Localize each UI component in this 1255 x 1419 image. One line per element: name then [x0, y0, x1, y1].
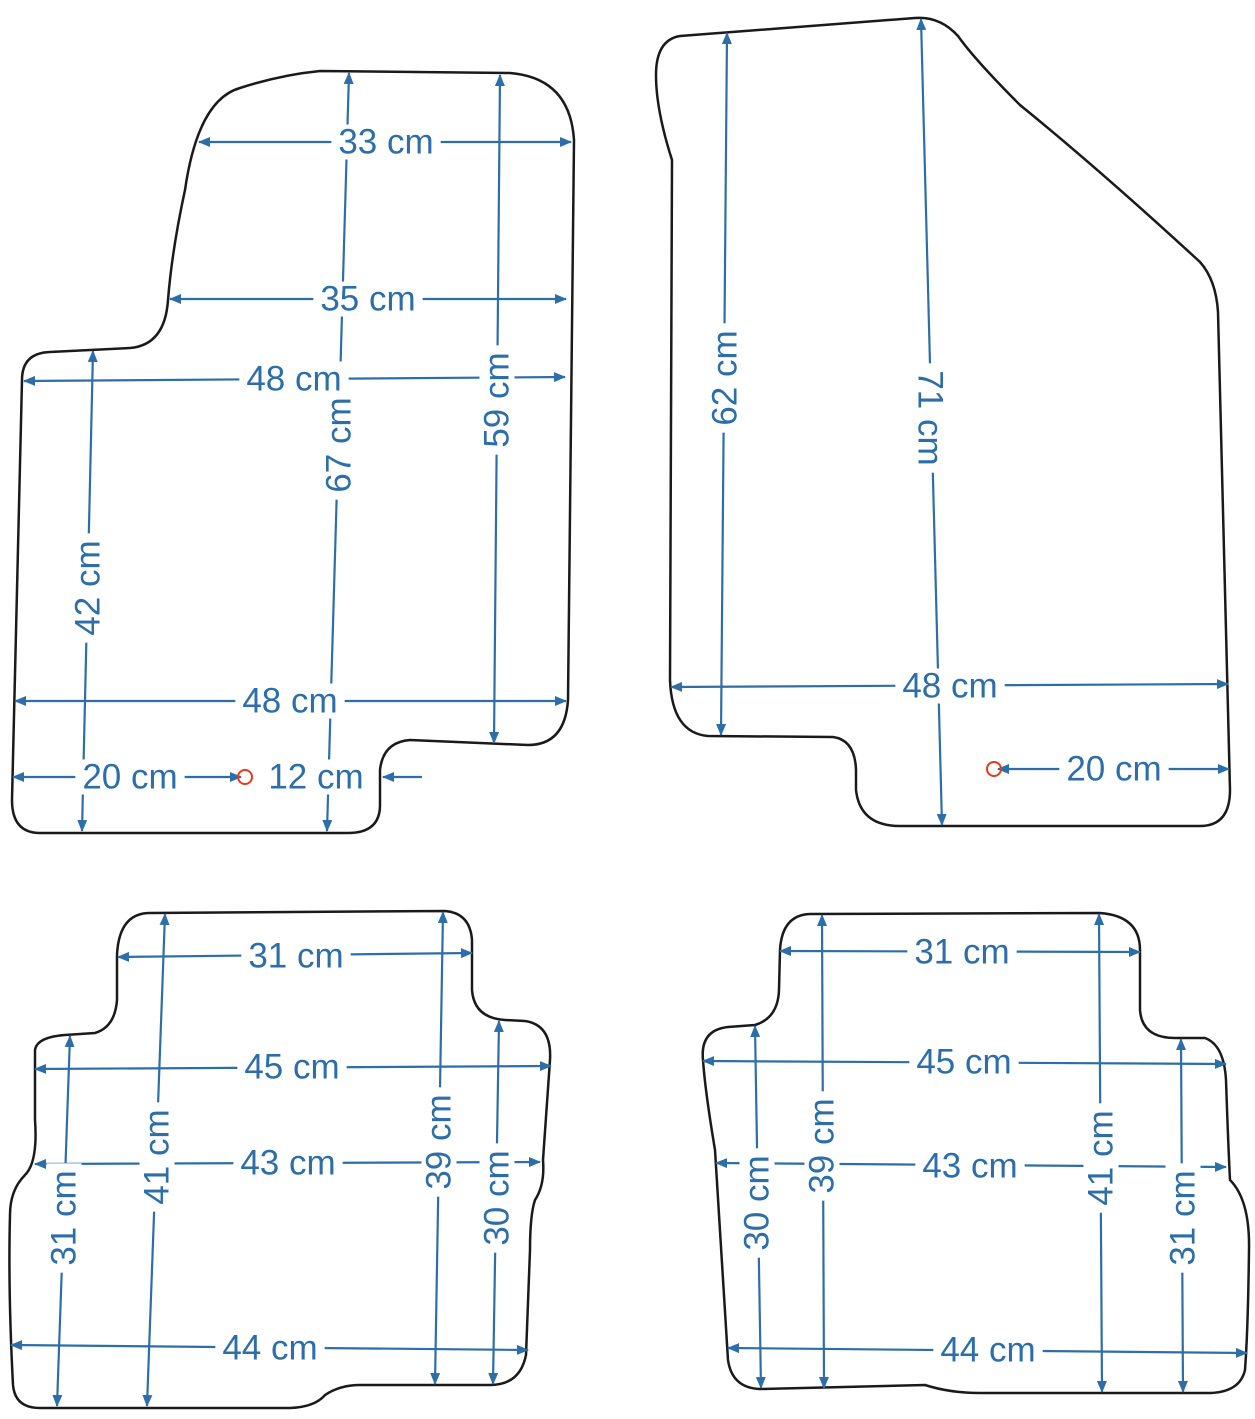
label-background: [237, 1049, 347, 1085]
label-background: [313, 281, 423, 317]
rr-label-bottom-width: 44 cm: [940, 1331, 1035, 1370]
fl-label-upper-width: 35 cm: [320, 280, 415, 319]
label-background: [139, 1102, 175, 1212]
label-background: [907, 934, 1017, 970]
fl-label-marker-right: 12 cm: [268, 758, 363, 797]
rl-label-right-length: 30 cm: [478, 1150, 517, 1245]
front-left-mat-outline: [10, 69, 576, 835]
label-background: [479, 1143, 515, 1253]
rear-left-mat-outline: [8, 909, 552, 1410]
fl-label-top-width: 33 cm: [338, 123, 433, 162]
rr-label-left-length: 30 cm: [738, 1155, 777, 1250]
label-background: [933, 1332, 1043, 1368]
label-background: [215, 1330, 325, 1366]
rr-label-inner-right-length: 41 cm: [1082, 1110, 1121, 1205]
fr-label-inner-length: 62 cm: [706, 330, 745, 425]
fr-label-width: 48 cm: [902, 667, 997, 706]
fl-label-middle-width: 48 cm: [246, 360, 341, 399]
label-background: [895, 668, 1005, 704]
label-background: [70, 533, 106, 643]
fl-label-right-length: 59 cm: [478, 352, 517, 447]
rl-label-inner-right-length: 39 cm: [420, 1094, 459, 1189]
rr-label-upper-width: 45 cm: [916, 1043, 1011, 1082]
fr-anchor-marker: [986, 761, 1002, 777]
label-background: [233, 1145, 343, 1181]
label-background: [46, 1163, 82, 1273]
label-background: [804, 1091, 840, 1201]
rl-label-top-width: 31 cm: [248, 937, 343, 976]
label-background: [912, 363, 948, 473]
fl-label-center-length: 67 cm: [320, 397, 359, 492]
label-background: [909, 1044, 1019, 1080]
label-background: [707, 323, 743, 433]
fl-label-lower-width: 48 cm: [242, 682, 337, 721]
rl-label-left-length: 31 cm: [45, 1170, 84, 1265]
label-background: [261, 759, 371, 795]
label-background: [331, 124, 441, 160]
label-background: [235, 683, 345, 719]
rl-label-middle-width: 43 cm: [240, 1144, 335, 1183]
rear-right-mat-outline: [701, 911, 1251, 1395]
rr-label-inner-left-length: 39 cm: [803, 1098, 842, 1193]
label-background: [479, 345, 515, 455]
fr-label-outer-length: 71 cm: [911, 370, 950, 465]
label-background: [915, 1148, 1025, 1184]
label-background: [241, 938, 351, 974]
fl-label-marker-left: 20 cm: [82, 758, 177, 797]
rl-label-upper-width: 45 cm: [244, 1048, 339, 1087]
label-backgrounds: [46, 124, 1201, 1368]
rl-label-inner-left-length: 41 cm: [138, 1109, 177, 1204]
rr-label-right-length: 31 cm: [1164, 1170, 1203, 1265]
rr-label-top-width: 31 cm: [914, 933, 1009, 972]
label-background: [75, 759, 185, 795]
fl-anchor-marker: [237, 769, 253, 785]
label-background: [1165, 1163, 1201, 1273]
label-background: [1059, 751, 1169, 787]
fl-label-left-length: 42 cm: [69, 540, 108, 635]
label-background: [321, 390, 357, 500]
label-background: [421, 1087, 457, 1197]
label-background: [1083, 1103, 1119, 1213]
front-right-mat-outline: [654, 16, 1232, 828]
rr-label-middle-width: 43 cm: [922, 1147, 1017, 1186]
label-background: [739, 1148, 775, 1258]
fr-label-marker-offset: 20 cm: [1066, 750, 1161, 789]
rl-label-bottom-width: 44 cm: [222, 1329, 317, 1368]
